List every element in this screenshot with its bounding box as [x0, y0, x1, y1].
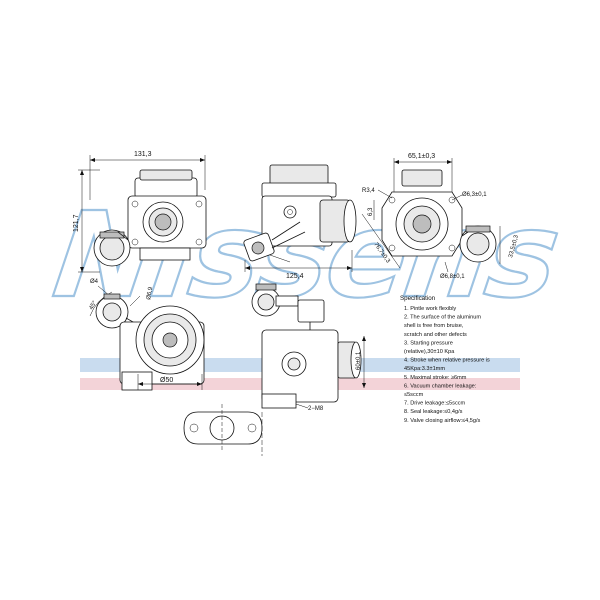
specification-item: 8. Seal leakage:≤0,4g/s [404, 409, 463, 415]
flange-offset-dimension: 6,3 [368, 207, 374, 216]
bottom-left-phi50-dimension: Ø50 [160, 377, 173, 384]
gasket-view [183, 404, 263, 452]
front-height-dimension: 121,7 [73, 214, 80, 232]
specification-item: (relative),30±10 Kpa [404, 349, 455, 355]
specification-item: 6. Vacuum chamber leakage: [404, 383, 477, 389]
bottom-left-phi9-dimension: Ø6,9 [146, 286, 154, 301]
specification-item: shell is free from bruise, [404, 323, 464, 329]
specification-item: 2. The surface of the aluminum [404, 315, 481, 321]
bottom-center-view: 60±0,1 2−M8 [251, 283, 366, 456]
bottom-left-angle-dimension: 45° [89, 300, 99, 311]
flange-view: 65,1±0,3 R3,4 6,3 76,7±0,3 Ø6,3±0,1 Ø6,8… [361, 153, 520, 280]
flange-hole-1-dimension: Ø6,3±0,1 [462, 192, 487, 198]
flange-width-dimension: 65,1±0,3 [408, 153, 435, 160]
flange-hole-2-dimension: Ø6,8±0,1 [440, 274, 465, 280]
specification-item: 5. Maximal stroke: ≥6mm [404, 375, 467, 381]
front-view: 131,3 121,7 [73, 151, 207, 273]
specification-item: 9. Valve closing airflow:≤4,5g/s [404, 418, 481, 424]
side-view: 125,4 [243, 164, 357, 280]
bottom-center-height-dimension: 60±0,1 [356, 351, 362, 370]
front-width-dimension: 131,3 [134, 151, 152, 158]
specification-title: Specification [400, 295, 436, 302]
side-length-dimension: 125,4 [286, 273, 304, 280]
bottom-left-phi4-dimension: Ø4 [90, 279, 99, 285]
specification-item: 3. Starting pressure [404, 340, 453, 346]
specification-item: 4. Stroke when relative pressure is [404, 358, 490, 364]
specification-block: Specification 1. Pintle work flexibly 2. … [400, 295, 490, 424]
specification-item: 7. Drive leakage:≤5sccm [404, 401, 466, 407]
bottom-center-screw-dimension: 2−M8 [308, 406, 324, 412]
specification-item: ≤5sccm [404, 392, 424, 398]
specification-item: 1. Pintle work flexibly [404, 306, 456, 312]
specification-item: 45Kpa:3.3±1mm [404, 366, 445, 372]
flange-radius-dimension: R3,4 [362, 188, 375, 194]
specification-item: scratch and other defects [404, 332, 467, 338]
bottom-left-view: Ø4 45° Ø6,9 Ø50 [89, 279, 205, 391]
